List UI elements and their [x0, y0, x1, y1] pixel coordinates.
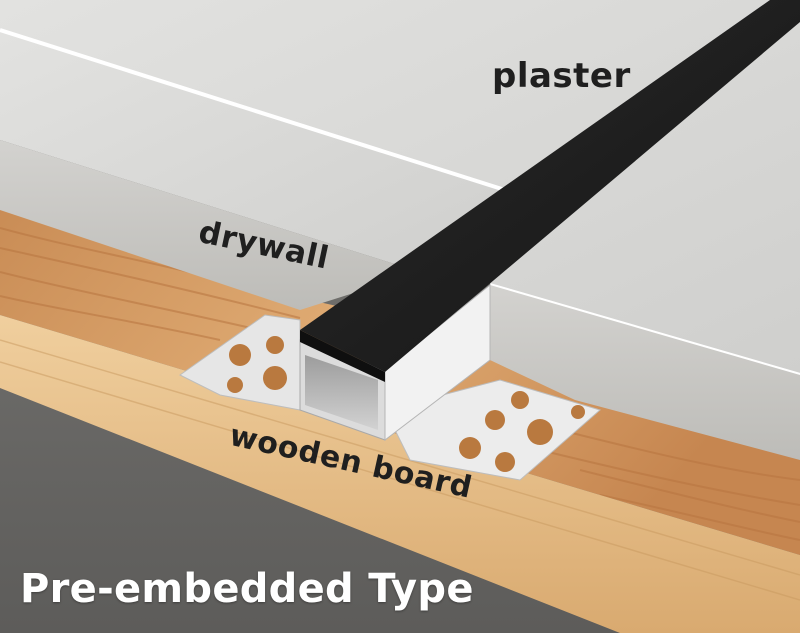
- profile-channel-side: [384, 283, 491, 442]
- diagram-title: Pre-embedded Type: [20, 566, 474, 612]
- profile-cover-strip: [300, 0, 800, 372]
- wooden-board-edge: [0, 315, 800, 633]
- drywall-top: [0, 30, 510, 272]
- wood-grain: [0, 227, 800, 541]
- plaster-surface: [0, 0, 800, 375]
- flange-holes-left: [227, 336, 287, 393]
- flange-holes-right: [459, 391, 585, 472]
- label-plaster: plaster: [492, 56, 631, 96]
- profile-channel-inner: [305, 355, 378, 430]
- mounting-flange-right: [384, 379, 602, 481]
- drywall-edge: [0, 140, 420, 310]
- drywall-right-edge: [490, 285, 800, 460]
